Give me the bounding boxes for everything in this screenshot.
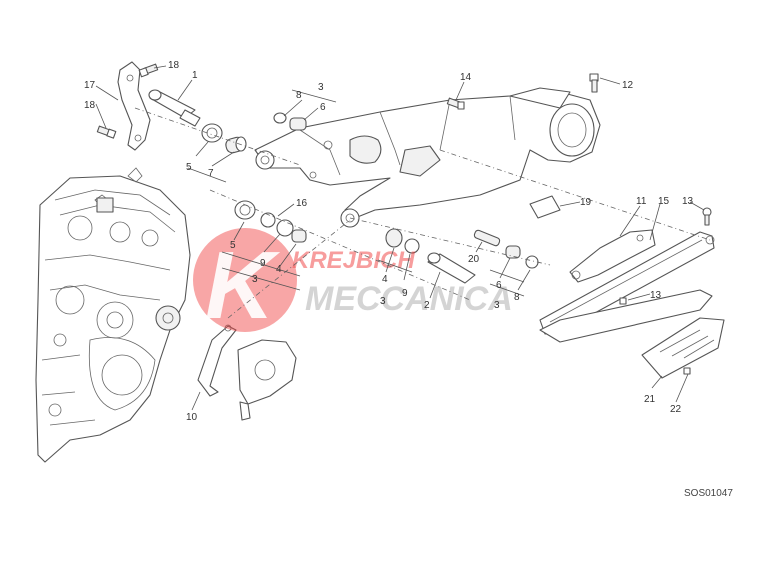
cover-10: [197, 324, 237, 397]
bracket-11: [569, 229, 656, 283]
bushing-6-upper: [289, 117, 307, 131]
callout-13a: 13: [682, 196, 694, 207]
callout-22: 22: [670, 404, 682, 415]
sprocket-cover: [237, 339, 297, 421]
callout-5b: 5: [230, 240, 236, 251]
reference-code: SOS01047: [684, 488, 733, 499]
swingarm: [254, 87, 601, 228]
watermark-line1: KREJBICH: [292, 247, 415, 274]
callout-3c: 3: [380, 296, 386, 307]
bushing-6-right: [505, 245, 521, 259]
seal-5-upper: [201, 123, 223, 143]
callout-15: 15: [658, 196, 670, 207]
callout-19: 19: [580, 197, 592, 208]
callout-7: 7: [208, 168, 214, 179]
callout-8a: 8: [296, 90, 302, 101]
callouts: 1 2 3 3 3 3 4 4 5 5 6 6 7 8 8 9 9 10 11 …: [84, 60, 694, 423]
bracket-17: [117, 61, 151, 151]
group-brackets: [187, 89, 525, 297]
engine-block: [35, 167, 191, 463]
callout-5a: 5: [186, 162, 192, 173]
callout-13b: 13: [650, 290, 662, 301]
callout-4a: 4: [276, 264, 282, 275]
watermark-initial: K: [205, 232, 281, 339]
leader-lines: [95, 65, 705, 411]
callout-6a: 6: [320, 102, 326, 113]
screw-22: [683, 367, 691, 375]
callout-14: 14: [460, 72, 472, 83]
chain-slider-15: [539, 231, 715, 343]
callout-3d: 3: [494, 300, 500, 311]
callout-4b: 4: [382, 274, 388, 285]
chain-guard-21: [641, 317, 725, 379]
watermark-circle: [193, 228, 297, 332]
callout-1: 1: [192, 70, 198, 81]
callout-17: 17: [84, 80, 96, 91]
seal-8-upper: [273, 112, 287, 124]
callout-18a: 18: [168, 60, 180, 71]
callout-18b: 18: [84, 100, 96, 111]
screw-13-mid: [619, 297, 627, 305]
seal-8-right: [525, 255, 539, 269]
plate-19: [529, 195, 561, 219]
screw-13-top: [702, 207, 712, 226]
seal-9-right: [404, 238, 420, 254]
callout-16: 16: [296, 198, 308, 209]
spacer-20: [473, 229, 501, 247]
callout-9b: 9: [402, 288, 408, 299]
callout-3a: 3: [318, 82, 324, 93]
bolt-18-top: [138, 63, 159, 78]
callout-8b: 8: [514, 292, 520, 303]
callout-12: 12: [622, 80, 634, 91]
bolt-12: [589, 73, 599, 93]
callout-20: 20: [468, 254, 480, 265]
bolt-18-left: [96, 125, 117, 139]
watermark-line2: MECCANICA: [305, 280, 513, 318]
callout-9a: 9: [260, 258, 266, 269]
callout-6b: 6: [496, 280, 502, 291]
callout-3b: 3: [252, 274, 258, 285]
ring-16: [260, 212, 294, 237]
pivot-pin-2: [427, 252, 476, 284]
bolt-14: [446, 97, 465, 110]
callout-2: 2: [424, 300, 430, 311]
callout-21: 21: [644, 394, 656, 405]
callout-10: 10: [186, 412, 198, 423]
bushing-7: [225, 136, 247, 154]
assembly-axes: [134, 107, 711, 319]
bushing-9-lower: [291, 229, 307, 243]
seal-5-lower: [234, 200, 256, 220]
watermark: K KREJBICH MECCANICA: [193, 228, 513, 339]
pivot-pin-1: [148, 89, 201, 127]
bushing-4-right: [385, 228, 403, 248]
callout-11: 11: [636, 196, 647, 207]
